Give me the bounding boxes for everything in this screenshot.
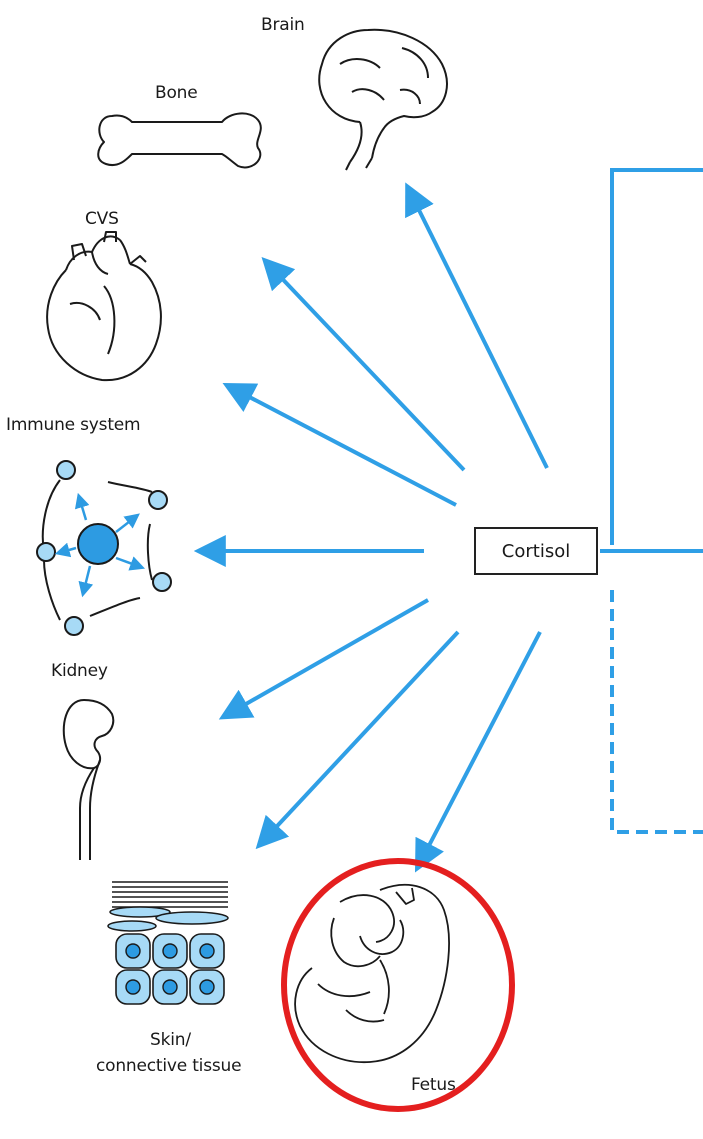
label-skin-line1: Skin/ xyxy=(150,1030,191,1050)
fetus-icon xyxy=(295,885,449,1062)
arrow-to-skin xyxy=(266,632,458,838)
label-brain: Brain xyxy=(261,15,305,35)
arrow-to-fetus xyxy=(422,632,540,859)
label-bone: Bone xyxy=(155,83,198,103)
label-skin-line2: connective tissue xyxy=(96,1056,241,1076)
cortisol-label: Cortisol xyxy=(502,541,570,562)
arrow-to-immune-upper xyxy=(236,390,456,505)
feedback-solid-line xyxy=(612,170,703,545)
label-fetus: Fetus xyxy=(411,1075,456,1095)
label-kidney: Kidney xyxy=(51,661,108,681)
arrow-to-cvs xyxy=(272,268,464,470)
skin-tissue-icon xyxy=(108,882,228,1004)
brain-icon xyxy=(319,30,447,170)
label-cvs: CVS xyxy=(85,209,119,229)
feedback-dashed-line xyxy=(612,590,703,832)
arrow-to-brain xyxy=(412,196,547,468)
immune-system-icon xyxy=(37,461,171,635)
cortisol-node: Cortisol xyxy=(474,527,598,575)
heart-icon xyxy=(47,232,161,380)
label-immune-system: Immune system xyxy=(6,415,140,435)
kidney-icon xyxy=(64,700,114,860)
central-cell xyxy=(78,524,118,564)
bone-icon xyxy=(98,113,261,167)
feedback-loop xyxy=(600,170,703,832)
